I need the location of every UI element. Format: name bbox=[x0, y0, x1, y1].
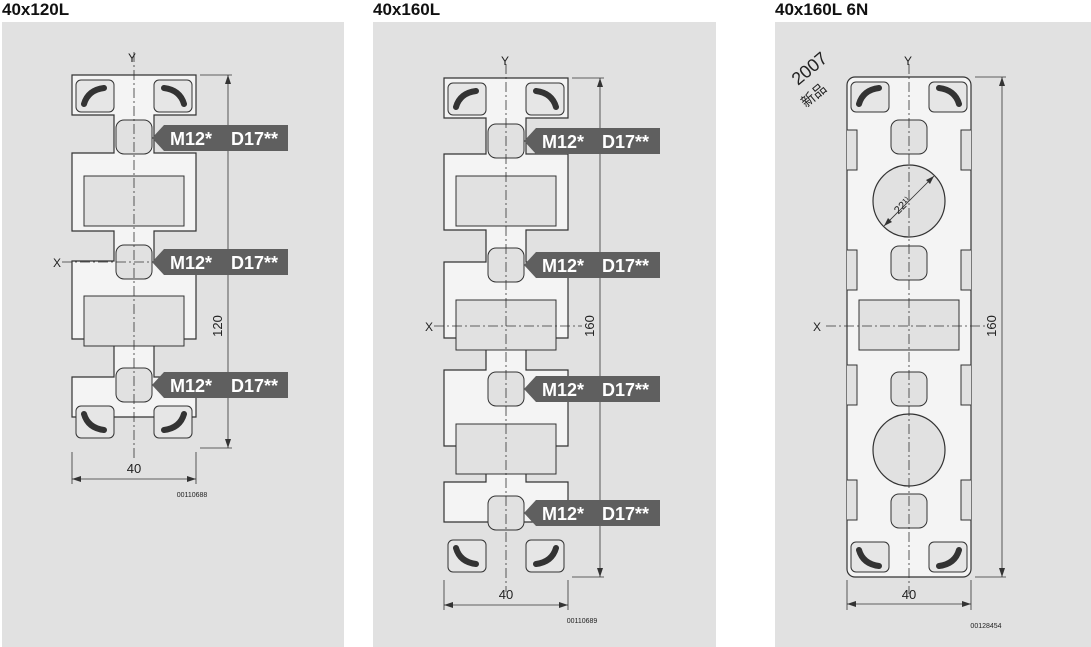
drawing-code: 00110688 bbox=[177, 492, 208, 499]
height-dimension: 160 bbox=[582, 315, 597, 337]
tag-thread-label: M12* bbox=[170, 253, 212, 273]
x-axis-label: X bbox=[53, 256, 61, 270]
x-axis-label: X bbox=[425, 320, 433, 334]
tag-thread-label: M12* bbox=[542, 256, 584, 276]
tag-bore-label: D17** bbox=[231, 253, 278, 273]
tag-thread-label: M12* bbox=[542, 504, 584, 524]
tag-bore-label: D17** bbox=[602, 504, 649, 524]
y-axis-label: Y bbox=[128, 51, 136, 65]
tag-m12-d17: M12* D17** bbox=[524, 128, 660, 154]
tag-bore-label: D17** bbox=[602, 132, 649, 152]
tag-bore-label: D17** bbox=[231, 129, 278, 149]
tag-thread-label: M12* bbox=[170, 129, 212, 149]
profile-40x160l-section bbox=[434, 64, 604, 610]
tag-m12-d17: M12* D17** bbox=[152, 372, 288, 398]
tag-m12-d17: M12* D17** bbox=[524, 376, 660, 402]
width-dimension: 40 bbox=[499, 587, 513, 602]
y-axis-label: Y bbox=[904, 54, 912, 68]
drawing-code: 00128454 bbox=[970, 623, 1001, 630]
drawing-code: 00110689 bbox=[567, 618, 598, 625]
tag-thread-label: M12* bbox=[542, 132, 584, 152]
width-dimension: 40 bbox=[902, 587, 916, 602]
new-product-year: 2007 bbox=[788, 48, 832, 89]
height-dimension: 160 bbox=[984, 315, 999, 337]
tag-m12-d17: M12* D17** bbox=[152, 249, 288, 275]
tag-thread-label: M12* bbox=[170, 376, 212, 396]
tag-m12-d17: M12* D17** bbox=[152, 125, 288, 151]
tag-bore-label: D17** bbox=[602, 256, 649, 276]
tag-thread-label: M12* bbox=[542, 380, 584, 400]
profile-40x120l-section bbox=[62, 52, 232, 484]
profile-40x160l-6n-section bbox=[826, 64, 1006, 610]
tag-bore-label: D17** bbox=[231, 376, 278, 396]
tag-m12-d17: M12* D17** bbox=[524, 252, 660, 278]
height-dimension: 120 bbox=[210, 315, 225, 337]
profile-title-40x160l: 40x160L bbox=[373, 0, 441, 19]
x-axis-label: X bbox=[813, 320, 821, 334]
tag-bore-label: D17** bbox=[602, 380, 649, 400]
profile-title-40x120l: 40x120L bbox=[2, 0, 70, 19]
y-axis-label: Y bbox=[501, 54, 509, 68]
profile-title-40x160l-6n: 40x160L 6N bbox=[775, 0, 869, 19]
tag-m12-d17: M12* D17** bbox=[524, 500, 660, 526]
width-dimension: 40 bbox=[127, 461, 141, 476]
